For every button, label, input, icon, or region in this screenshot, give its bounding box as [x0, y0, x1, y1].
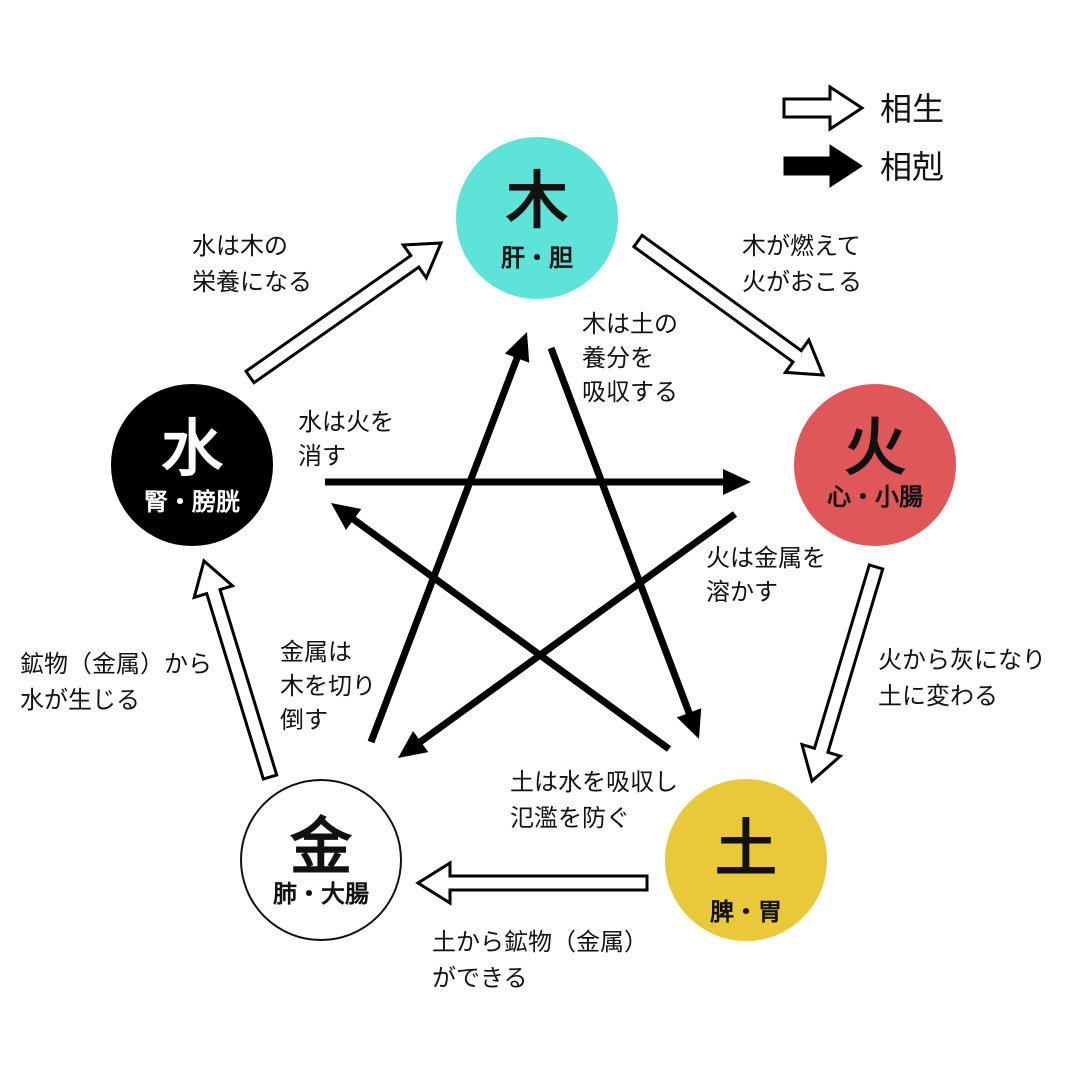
metal-organs: 肺・大腸 — [273, 880, 369, 908]
element-metal: 金 肺・大腸 — [240, 779, 402, 941]
earth-organs: 脾・胃 — [710, 898, 782, 926]
ke-arrow-metal-wood — [367, 332, 530, 744]
sheng-arrow-fire-earth — [799, 563, 885, 784]
legend-sheng-label: 相生 — [880, 90, 944, 128]
legend-sheng-arrow-icon — [782, 84, 865, 132]
ke-label-water-fire: 水は火を 消す — [298, 408, 402, 470]
sheng-arrow-earth-metal — [415, 860, 649, 906]
sheng-label-earth-metal: 土から鉱物（金属） ができる — [432, 928, 656, 992]
ke-arrow-fire-metal — [398, 511, 738, 758]
ke-arrow-earth-water — [331, 503, 672, 752]
water-kanji: 水 — [161, 412, 224, 485]
ke-label-earth-water: 土は水を吸収し 氾濫を防ぐ — [510, 768, 686, 832]
sheng-arrow-water-wood — [243, 241, 444, 385]
fire-organs: 心・小腸 — [827, 483, 923, 511]
water-circle — [111, 384, 273, 546]
metal-circle — [240, 779, 402, 941]
sheng-label-fire-earth: 火から灰になり 土に変わる — [878, 646, 1054, 710]
wood-organs: 肝・胆 — [501, 244, 573, 272]
metal-kanji: 金 — [289, 810, 353, 883]
fire-circle — [794, 384, 956, 546]
ke-cycle-arrows — [325, 332, 751, 758]
ke-label-wood-earth: 木は土の 養分を 吸収する — [582, 310, 686, 406]
earth-circle — [665, 779, 827, 941]
legend-ke-label: 相剋 — [880, 148, 944, 186]
fire-kanji: 火 — [844, 411, 906, 484]
sheng-label-metal-water: 鉱物（金属）から 水が生じる — [20, 650, 220, 714]
sheng-label-water-wood: 水は木の 栄養になる — [192, 232, 312, 296]
element-earth: 土 脾・胃 — [665, 779, 827, 941]
legend: 相生 相剋 — [782, 84, 944, 188]
ke-label-fire-metal: 火は金属を 溶かす — [706, 544, 834, 606]
sheng-arrow-metal-water — [192, 558, 279, 781]
ke-label-metal-wood: 金属は 木を切り 倒す — [280, 638, 384, 734]
ke-arrow-water-fire — [325, 469, 751, 495]
earth-kanji: 土 — [715, 812, 777, 885]
water-organs: 腎・膀胱 — [144, 488, 240, 516]
ke-arrow-wood-earth — [547, 346, 702, 739]
element-water: 水 腎・膀胱 — [111, 384, 273, 546]
sheng-arrow-wood-fire — [631, 233, 826, 377]
wood-circle — [456, 137, 618, 299]
sheng-label-wood-fire: 木が燃えて 火がおこる — [742, 232, 868, 296]
legend-ke-arrow-icon — [783, 144, 863, 188]
sheng-cycle-arrows — [192, 233, 885, 906]
wood-kanji: 木 — [506, 164, 568, 237]
element-wood: 木 肝・胆 — [456, 137, 618, 299]
element-fire: 火 心・小腸 — [794, 384, 956, 546]
